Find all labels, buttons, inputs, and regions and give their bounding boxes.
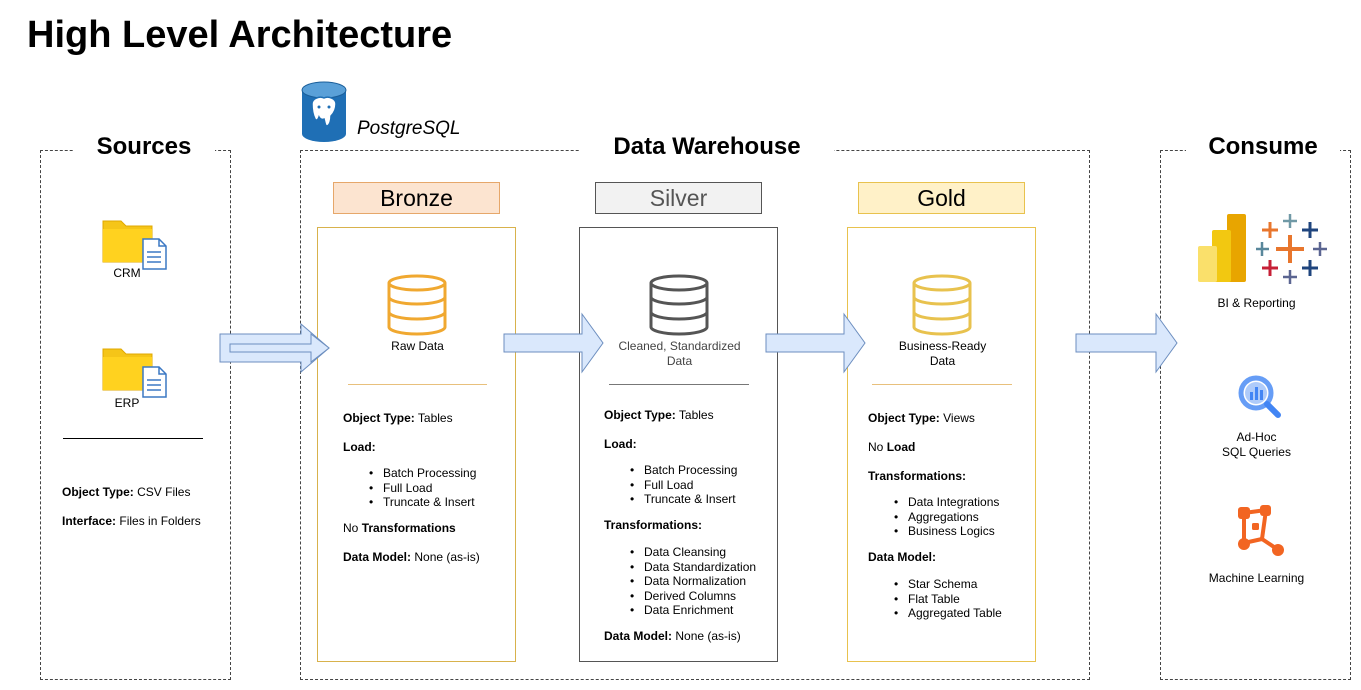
bronze-data-model: Data Model: None (as-is) [343,550,480,564]
silver-load-list: Batch ProcessingFull LoadTruncate & Inse… [604,463,737,507]
list-item: Star Schema [868,577,1002,592]
gold-divider [872,384,1012,385]
list-item: Aggregations [868,510,999,525]
sources-divider [63,438,203,439]
bronze-load-label: Load: [343,440,376,454]
list-item: Truncate & Insert [343,495,476,510]
gold-model-label: Data Model: [868,550,937,564]
bronze-divider [348,384,487,385]
gold-title: Gold [858,182,1025,214]
gold-transform-label: Transformations: [868,469,967,483]
sources-interface: Interface: Files in Folders [62,514,201,528]
bi-reporting-label: BI & Reporting [1217,296,1296,310]
gold-object-type: Object Type: Views [868,411,975,425]
list-item: Batch Processing [343,466,476,481]
gold-panel: Business-Ready Data Object Type: Views N… [847,227,1036,662]
list-item: Full Load [604,478,737,493]
database-icon [386,274,448,341]
crm-folder-icon [102,215,172,271]
silver-object-type: Object Type: Tables [604,408,714,422]
list-item: Flat Table [868,592,1002,607]
arrow-bronze-to-silver [503,312,605,379]
bronze-transformations: No Transformations [343,521,456,535]
arrow-silver-to-gold [765,312,867,379]
adhoc-label: Ad-Hoc SQL Queries [1222,430,1291,459]
bronze-panel: Raw Data Object Type: Tables Load: Batch… [317,227,516,662]
bronze-title: Bronze [333,182,500,214]
list-item: Data Enrichment [604,603,756,618]
crm-label: CRM [113,266,141,280]
list-item: Aggregated Table [868,606,1002,621]
silver-caption: Cleaned, Standardized Data [618,339,741,368]
erp-folder-icon [102,343,172,399]
sources-title: Sources [73,133,215,161]
list-item: Data Cleansing [604,545,756,560]
erp-label: ERP [114,396,140,410]
postgresql-icon [299,80,349,144]
warehouse-title: Data Warehouse [580,133,834,161]
silver-title: Silver [595,182,762,214]
silver-load-label: Load: [604,437,637,451]
bronze-load-list: Batch ProcessingFull LoadTruncate & Inse… [343,466,476,510]
silver-transform-list: Data CleansingData StandardizationData N… [604,545,756,618]
list-item: Data Standardization [604,560,756,575]
arrow-sources-to-bronze [219,312,331,389]
silver-divider [609,384,749,385]
list-item: Derived Columns [604,589,756,604]
silver-data-model: Data Model: None (as-is) [604,629,741,643]
tableau-icon [1255,213,1328,285]
machine-learning-label: Machine Learning [1208,571,1305,585]
list-item: Business Logics [868,524,999,539]
gold-model-list: Star SchemaFlat TableAggregated Table [868,577,1002,621]
gold-load: No Load [868,440,916,454]
sources-object-type: Object Type: CSV Files [62,485,191,499]
database-icon [648,274,710,341]
arrow-gold-to-consume [1075,312,1179,379]
database-icon [911,274,973,341]
bronze-caption: Raw Data [391,339,444,353]
postgresql-label: PostgreSQL [357,118,461,139]
power-bi-icon [1197,212,1249,284]
machine-learning-icon [1236,505,1286,557]
list-item: Data Integrations [868,495,999,510]
page-title: High Level Architecture [27,14,453,56]
gold-caption: Business-Ready Data [898,339,987,368]
gold-transform-list: Data IntegrationsAggregationsBusiness Lo… [868,495,999,539]
list-item: Full Load [343,481,476,496]
list-item: Truncate & Insert [604,492,737,507]
consume-title: Consume [1186,133,1340,161]
bigquery-icon [1238,375,1282,419]
bronze-object-type: Object Type: Tables [343,411,453,425]
silver-panel: Cleaned, Standardized Data Object Type: … [579,227,778,662]
silver-transform-label: Transformations: [604,518,703,532]
list-item: Batch Processing [604,463,737,478]
list-item: Data Normalization [604,574,756,589]
